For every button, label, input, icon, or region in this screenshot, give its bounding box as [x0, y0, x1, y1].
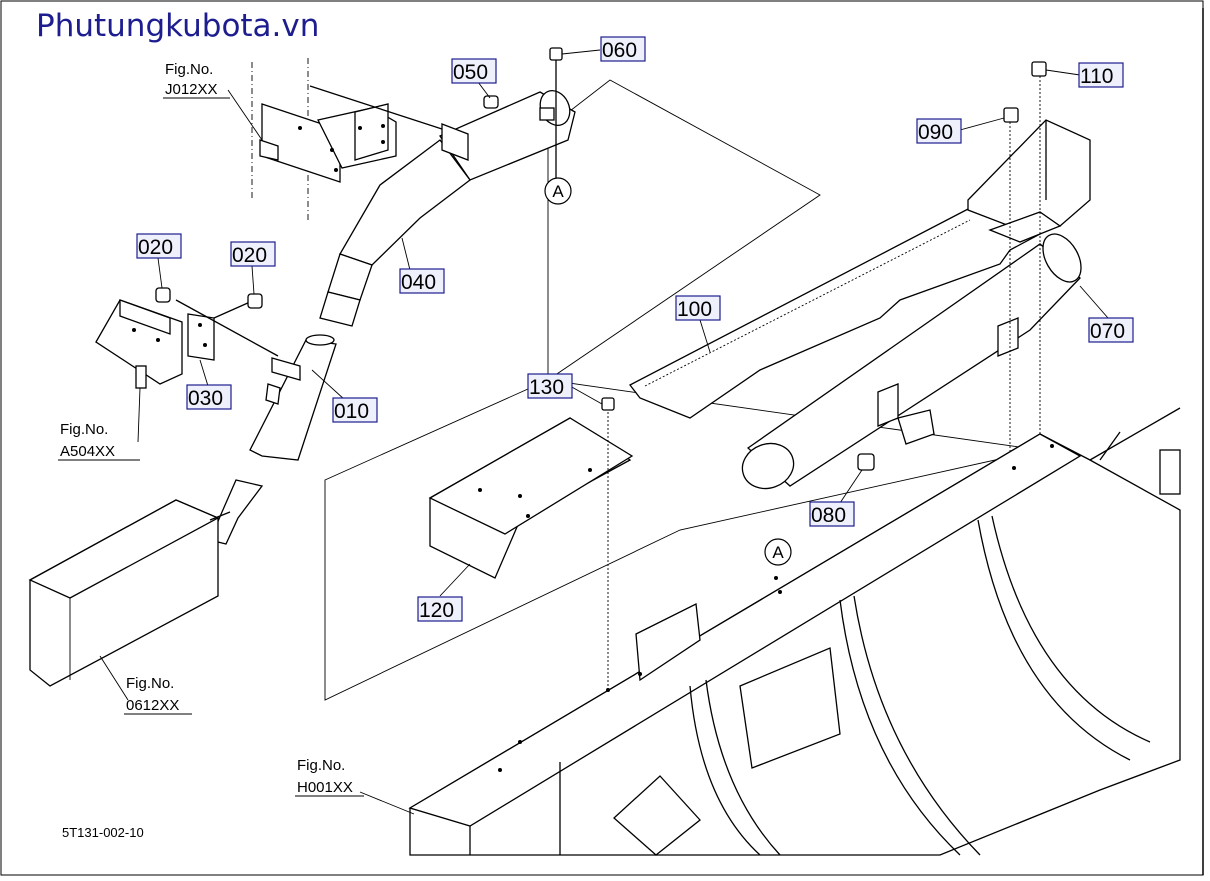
part-label-020-right[interactable]: 020 [230, 241, 276, 267]
part-label-110[interactable]: 110 [1078, 62, 1124, 88]
part-label-080-text: 080 [811, 504, 846, 527]
muffler-box-0612xx [28, 499, 231, 687]
bracket-group-j012xx [251, 58, 446, 220]
part-label-130[interactable]: 130 [527, 373, 573, 399]
part-label-020-left[interactable]: 020 [136, 233, 182, 259]
part-label-020-left-text: 020 [138, 236, 173, 259]
part-label-020-right-text: 020 [232, 244, 267, 267]
part-label-090[interactable]: 090 [916, 118, 962, 144]
bracket-group-a504xx [95, 299, 183, 389]
cover-120 [428, 397, 634, 690]
part-label-060[interactable]: 060 [600, 36, 646, 62]
figure-ref-a504xx[interactable]: Fig.No. A504XX [58, 421, 140, 461]
figure-ref-j012xx[interactable]: Fig.No. J012XX [163, 61, 230, 99]
figure-ref-0612xx-code: 0612XX [126, 697, 179, 714]
figure-ref-h001xx-prefix: Fig.No. [297, 757, 345, 774]
figure-ref-j012xx-prefix: Fig.No. [165, 61, 213, 78]
figure-ref-0612xx-prefix: Fig.No. [126, 675, 174, 692]
part-label-050[interactable]: 050 [451, 58, 497, 84]
part-label-050-text: 050 [453, 61, 488, 84]
callout-a-lower: A [764, 538, 792, 566]
callout-a-lower-text: A [772, 543, 784, 562]
callout-a-upper-text: A [552, 182, 564, 201]
figure-ref-h001xx[interactable]: Fig.No. H001XX [295, 757, 364, 797]
part-label-090-text: 090 [918, 121, 953, 144]
part-label-120-text: 120 [419, 599, 454, 622]
part-label-060-text: 060 [602, 39, 637, 62]
part-label-110-text: 110 [1080, 65, 1113, 88]
figure-ref-0612xx[interactable]: Fig.No. 0612XX [124, 675, 192, 715]
exhaust-pipe-040 [319, 89, 576, 327]
bracket-030-group [155, 287, 279, 361]
site-title: Phutungkubota.vn [36, 8, 319, 44]
chassis-frame [408, 407, 1181, 856]
muffler-070 [741, 233, 1082, 490]
part-label-120[interactable]: 120 [417, 596, 463, 622]
part-label-040-text: 040 [401, 271, 436, 294]
figure-ref-a504xx-code: A504XX [60, 443, 115, 460]
flexible-pipe-010 [209, 334, 337, 545]
part-label-010-text: 010 [334, 400, 369, 423]
bolt-group [483, 47, 1047, 471]
duct-top [967, 119, 1091, 243]
part-label-080[interactable]: 080 [809, 501, 855, 527]
part-label-070-text: 070 [1090, 320, 1125, 343]
part-label-070[interactable]: 070 [1088, 317, 1134, 343]
reference-panel-lower [324, 379, 1041, 701]
reference-panel-upper [547, 79, 821, 381]
part-label-040[interactable]: 040 [399, 268, 445, 294]
figure-ref-j012xx-code: J012XX [165, 81, 218, 98]
part-label-030[interactable]: 030 [186, 384, 232, 410]
drawing-number: 5T131-002-10 [62, 825, 144, 840]
figure-ref-a504xx-prefix: Fig.No. [60, 421, 108, 438]
callout-a-upper: A [544, 177, 572, 205]
part-label-100-text: 100 [677, 298, 712, 321]
part-label-130-text: 130 [529, 376, 564, 399]
figure-ref-h001xx-code: H001XX [297, 779, 353, 796]
part-label-100[interactable]: 100 [675, 295, 721, 321]
part-label-010[interactable]: 010 [332, 397, 378, 423]
leader-lines [99, 49, 1109, 815]
part-label-030-text: 030 [188, 387, 223, 410]
